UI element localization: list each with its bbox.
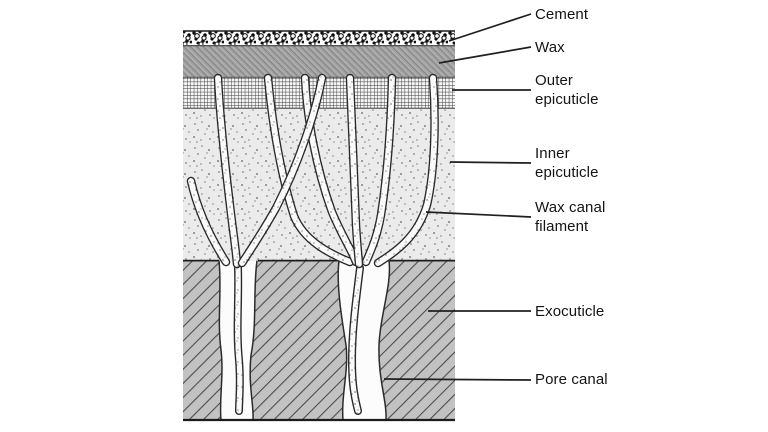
leader-cement: [448, 13, 532, 42]
pore-canal-left: [218, 260, 258, 421]
label-cement: Cement: [535, 6, 589, 23]
label-outer-epicuticle: Outer epicuticle: [535, 72, 599, 108]
leader-lines: [383, 13, 532, 381]
label-pore-canal: Pore canal: [535, 371, 608, 388]
cement-layer: [183, 30, 455, 48]
leader-wax-canal-filament: [425, 211, 532, 218]
label-wax: Wax: [535, 39, 565, 56]
wax-canal-filaments: [186, 73, 439, 269]
wax-layer: [183, 46, 455, 79]
leader-pore-canal: [383, 378, 532, 381]
leader-wax: [438, 46, 532, 64]
label-inner-epicuticle: Inner epicuticle: [535, 145, 599, 181]
pore-canal-right: [337, 260, 391, 421]
label-exocuticle: Exocuticle: [535, 303, 605, 320]
label-wax-canal-filament: Wax canal filament: [535, 199, 606, 235]
leader-inner-epicuticle: [449, 161, 532, 164]
